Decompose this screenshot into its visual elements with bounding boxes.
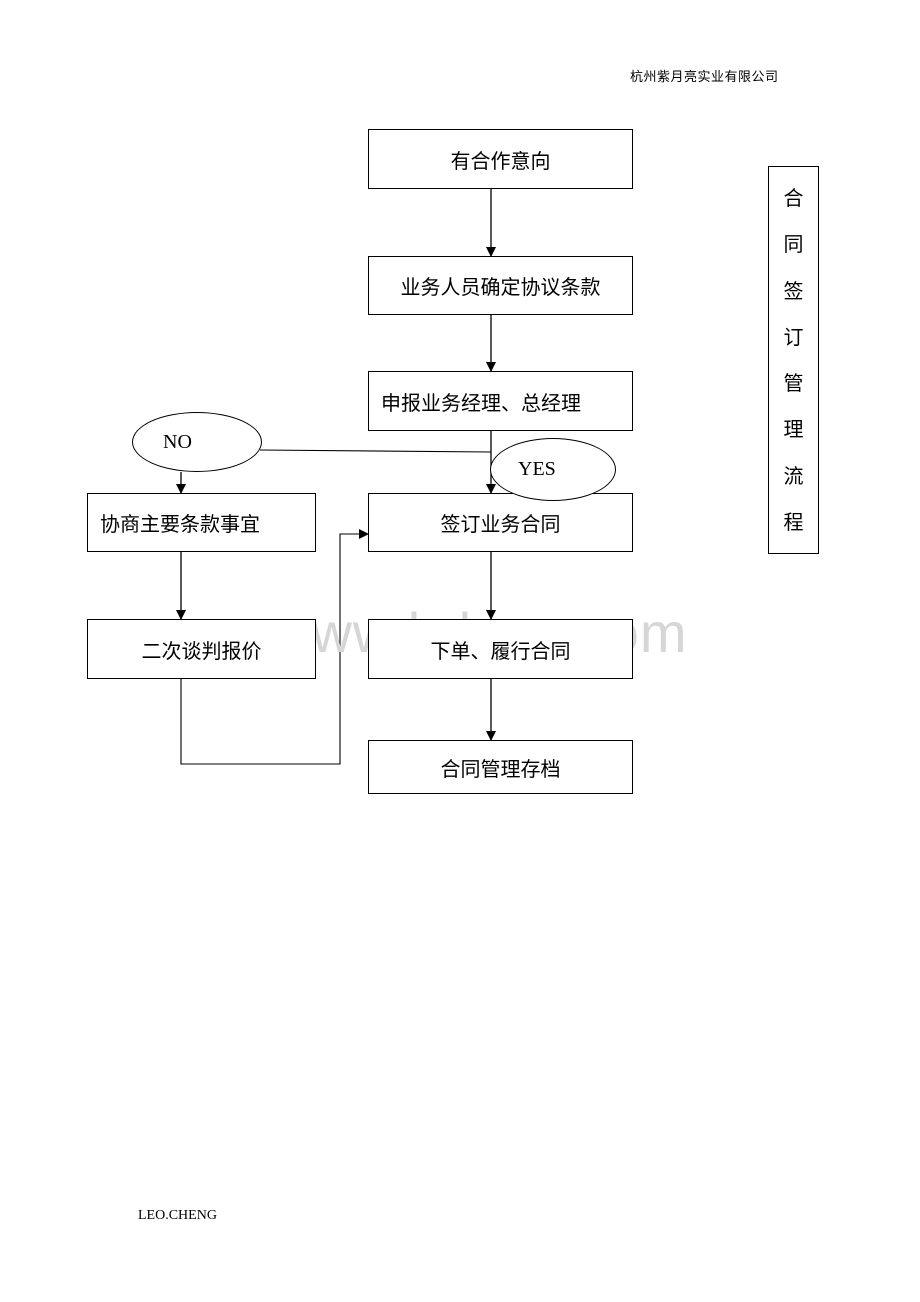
- decision-no-ellipse: NO: [132, 412, 262, 472]
- flow-box-confirm-terms: 业务人员确定协议条款: [368, 256, 633, 315]
- decision-yes-label: YES: [518, 458, 556, 480]
- flow-box-label: 签订业务合同: [440, 512, 561, 536]
- flow-box-label: 二次谈判报价: [141, 638, 262, 663]
- flow-box-label: 合同管理存档: [440, 756, 561, 781]
- company-name: 杭州紫月亮实业有限公司: [630, 70, 779, 85]
- line-no-branch: [259, 449, 492, 453]
- flow-box-label: 业务人员确定协议条款: [400, 275, 601, 299]
- flow-box-execute-contract: 下单、履行合同: [368, 619, 633, 679]
- flow-box-report-managers: 申报业务经理、总经理: [368, 371, 633, 431]
- side-title-char: 理: [783, 417, 804, 442]
- side-title-char: 管: [783, 371, 804, 396]
- decision-no-label: NO: [163, 430, 192, 453]
- flow-box-label: 协商主要条款事宜: [100, 512, 260, 536]
- flow-box-negotiate-terms: 协商主要条款事宜: [87, 493, 316, 552]
- arrow-requote-to-sign: [180, 529, 369, 765]
- flow-box-sign-contract: 签订业务合同: [368, 493, 633, 552]
- side-title-char: 合: [783, 186, 804, 211]
- side-title-char: 同: [783, 232, 804, 257]
- flow-box-label: 申报业务经理、总经理: [381, 390, 581, 415]
- flow-box-second-quote: 二次谈判报价: [87, 619, 316, 679]
- side-title-char: 流: [783, 463, 804, 488]
- flow-box-archive-contract: 合同管理存档: [368, 740, 633, 794]
- side-title-char: 签: [783, 278, 804, 303]
- flow-box-label: 有合作意向: [450, 148, 551, 173]
- side-title-box: 合 同 签 订 管 理 流 程: [768, 166, 819, 554]
- side-title-char: 订: [783, 324, 804, 349]
- flow-box-cooperation-intent: 有合作意向: [368, 129, 633, 189]
- decision-yes-ellipse: YES: [490, 438, 616, 501]
- side-title-char: 程: [783, 509, 804, 534]
- flow-box-label: 下单、履行合同: [430, 638, 571, 663]
- footer-author: LEO.CHENG: [138, 1208, 217, 1223]
